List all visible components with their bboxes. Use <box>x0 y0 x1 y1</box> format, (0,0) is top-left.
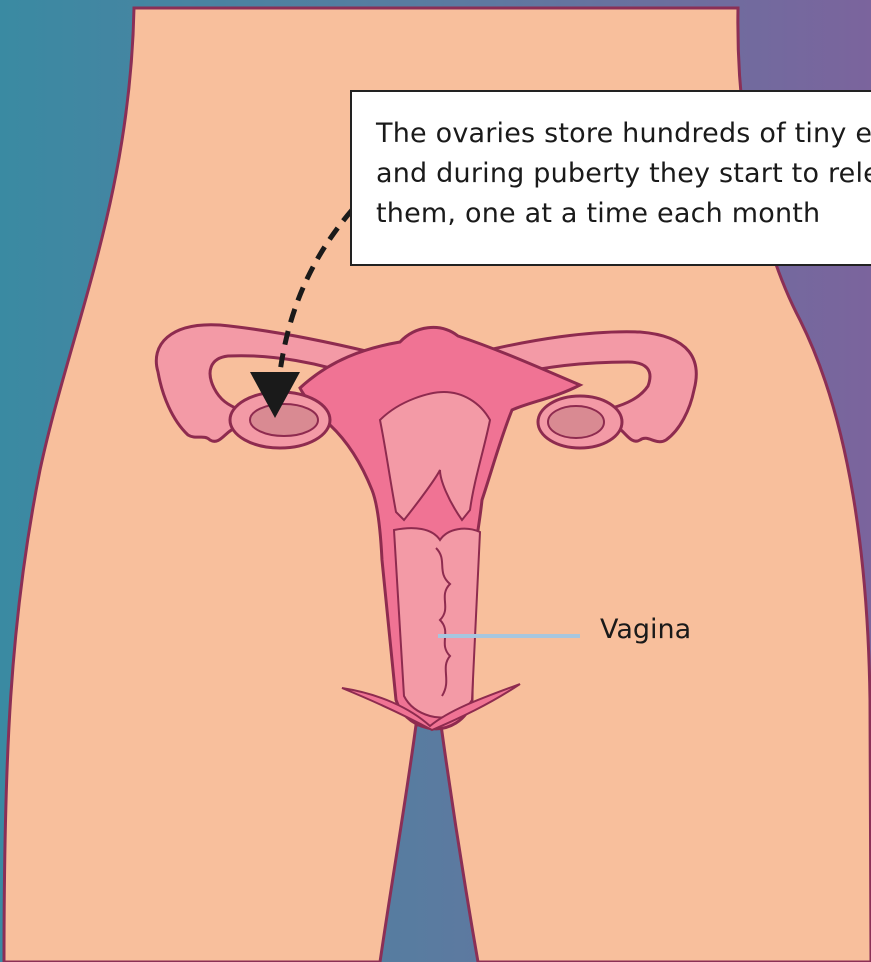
ovaries-callout-box: The ovaries store hundreds of tiny eggs,… <box>350 90 871 266</box>
vaginal-canal <box>394 528 480 717</box>
left-ovary-inner <box>250 404 318 436</box>
callout-line-3: them, one at a time each month <box>376 194 871 234</box>
callout-line-2: and during puberty they start to release <box>376 154 871 194</box>
vagina-label: Vagina <box>600 614 691 645</box>
right-ovary-inner <box>548 406 604 438</box>
callout-line-1: The ovaries store hundreds of tiny eggs, <box>376 114 871 154</box>
